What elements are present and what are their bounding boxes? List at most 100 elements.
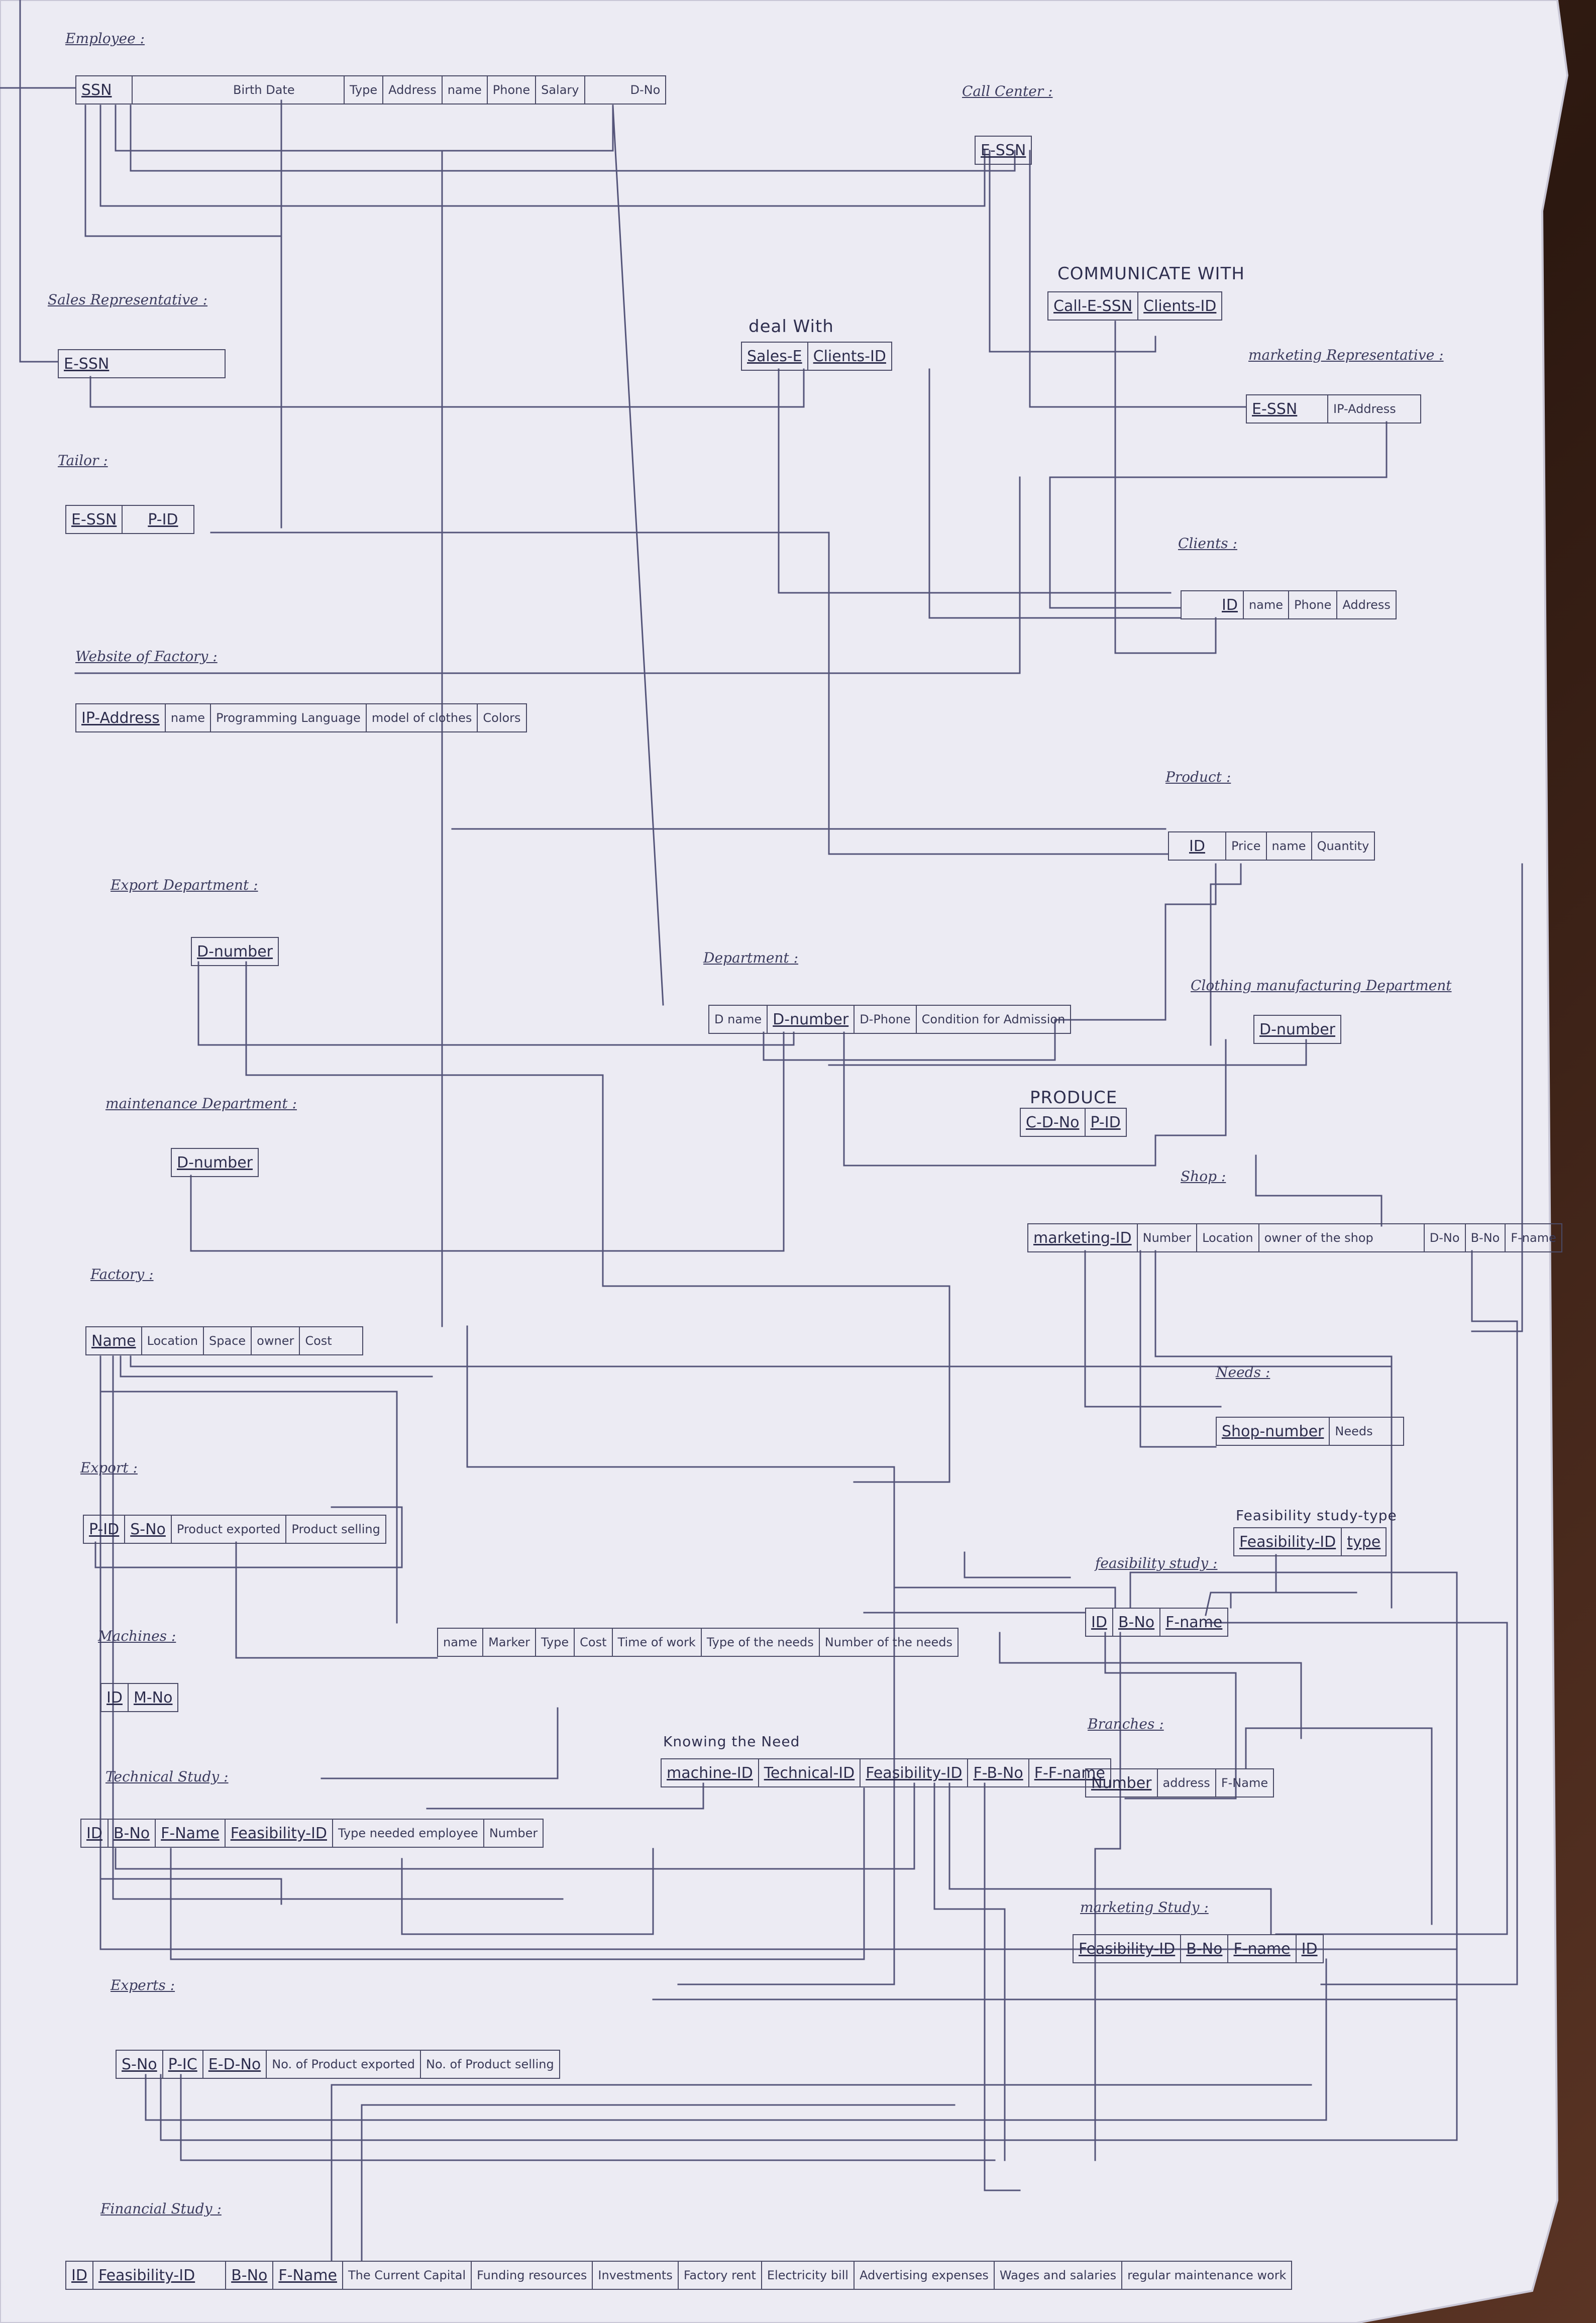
product-field: Quantity	[1317, 839, 1369, 853]
needs-field: Shop-number	[1217, 1418, 1330, 1445]
experts-title: Experts :	[111, 1977, 175, 1993]
connector-line	[426, 1782, 704, 1810]
connector-line	[1245, 1727, 1433, 1925]
branches-field: F-Name	[1221, 1776, 1268, 1790]
export-dept-field: D-number	[197, 942, 273, 961]
export-dept-title: Export Department :	[111, 877, 258, 893]
connector-line	[170, 1787, 865, 1960]
connector-line	[84, 99, 282, 237]
connector-line	[677, 1587, 1116, 1985]
export-table: P-ID S-No Product exported Product selli…	[83, 1515, 386, 1544]
connector-line	[1084, 1250, 1222, 1408]
marketing-study-field: ID	[1301, 1940, 1318, 1958]
shop-title: Shop :	[1181, 1168, 1226, 1185]
maintenance-dept-title: maintenance Department :	[105, 1095, 297, 1112]
experts-table: S-No P-IC E-D-No No. of Product exported…	[116, 2050, 560, 2079]
connector-line	[1094, 1632, 1121, 2161]
feasibility-study-field: ID	[1086, 1609, 1113, 1636]
connector-line	[652, 1571, 1458, 2000]
financial-study-field: Investments	[593, 2262, 679, 2289]
connector-line	[120, 1355, 433, 1378]
export-field: Product exported	[172, 1516, 287, 1543]
call-center-table: E-SSN	[975, 136, 1032, 165]
machines-field: name	[438, 1629, 484, 1656]
produce-field: P-ID	[1090, 1113, 1121, 1131]
marketing-rep-field: E-SSN	[1247, 395, 1328, 423]
connector-line	[94, 1506, 403, 1568]
clothing-dept-table: D-number	[1253, 1015, 1342, 1044]
connector-line	[235, 1541, 438, 1659]
factory-field: Cost	[305, 1334, 332, 1348]
connector-line	[1104, 1632, 1237, 1800]
shop-field: Number	[1138, 1224, 1198, 1251]
shop-field: Location	[1197, 1224, 1259, 1251]
website-field: model of clothes	[367, 704, 478, 731]
experts-field: No. of Product exported	[267, 2051, 421, 2078]
machines-attributes-table: name Marker Type Cost Time of work Type …	[437, 1628, 959, 1657]
machines-field: M-No	[133, 1688, 173, 1707]
knowing-need-field: F-F-name	[1034, 1764, 1105, 1782]
clothing-dept-title: Clothing manufacturing Department	[1191, 977, 1452, 994]
connector-line	[1471, 863, 1523, 1332]
factory-field: Name	[86, 1327, 142, 1354]
connector-line	[115, 1782, 915, 1870]
connector-line	[763, 863, 1217, 1061]
connector-line	[828, 1039, 1307, 1066]
product-field: name	[1267, 832, 1312, 860]
shop-field: marketing-ID	[1028, 1224, 1138, 1251]
maintenance-dept-table: D-number	[171, 1148, 259, 1177]
financial-study-field: Funding resources	[472, 2262, 593, 2289]
connector-line	[130, 1355, 1393, 1609]
machines-title: Machines :	[98, 1628, 176, 1644]
export-field: Product selling	[291, 1522, 380, 1536]
feasibility-type-field: type	[1347, 1533, 1381, 1551]
feasibility-study-field: F-name	[1165, 1613, 1223, 1631]
clients-table: ID name Phone Address	[1181, 590, 1397, 619]
employee-field: Address	[383, 76, 443, 103]
product-field: ID	[1169, 832, 1226, 860]
shop-field: D-No	[1425, 1224, 1466, 1251]
employee-field: Type	[345, 76, 384, 103]
knowing-need-field: machine-ID	[662, 1759, 759, 1786]
machines-field: Number of the needs	[824, 1635, 953, 1649]
connector-line	[928, 368, 1182, 619]
machines-table: ID M-No	[100, 1683, 179, 1712]
communicate-with-field: Clients-ID	[1143, 297, 1217, 315]
connector-line	[933, 1782, 1006, 2161]
connector-line	[1320, 1250, 1518, 1985]
connector-line	[401, 1848, 654, 1935]
connector-line	[99, 104, 986, 207]
export-field: P-ID	[84, 1516, 126, 1543]
machines-field: Marker	[483, 1629, 537, 1656]
communicate-with-table: Call-E-SSN Clients-ID	[1047, 291, 1223, 321]
connector-line	[948, 1782, 1272, 1935]
deal-with-title: deal With	[749, 316, 834, 337]
feasibility-study-title: feasibility study :	[1095, 1555, 1218, 1571]
feasibility-type-table: Feasibility-ID type	[1233, 1527, 1387, 1556]
connector-line	[964, 1551, 1071, 1578]
produce-table: C-D-No P-ID	[1020, 1108, 1127, 1137]
shop-field: owner of the shop	[1259, 1224, 1425, 1251]
connector-line	[321, 1707, 559, 1779]
marketing-study-field: F-name	[1228, 1935, 1297, 1962]
feasibility-study-field: B-No	[1113, 1609, 1161, 1636]
connector-line	[1205, 1622, 1508, 1935]
knowing-need-field: Technical-ID	[759, 1759, 861, 1786]
employee-field: Salary	[536, 76, 585, 103]
employee-field: D-No	[630, 83, 661, 97]
employee-title: Employee :	[65, 30, 145, 47]
produce-field: C-D-No	[1021, 1109, 1086, 1136]
machines-field: Type of the needs	[702, 1629, 820, 1656]
connector-line	[1255, 1154, 1382, 1227]
financial-study-field: Feasibility-ID	[93, 2262, 227, 2289]
sales-rep-table: E-SSN	[58, 349, 226, 378]
factory-field: owner	[252, 1327, 300, 1354]
needs-field: Needs	[1335, 1424, 1373, 1438]
connector-line	[843, 1031, 1227, 1167]
department-title: Department :	[703, 949, 799, 966]
experts-field: E-D-No	[203, 2051, 267, 2078]
shop-field: B-No	[1466, 1224, 1506, 1251]
connector-line	[115, 104, 614, 152]
connector-line	[778, 368, 1172, 594]
